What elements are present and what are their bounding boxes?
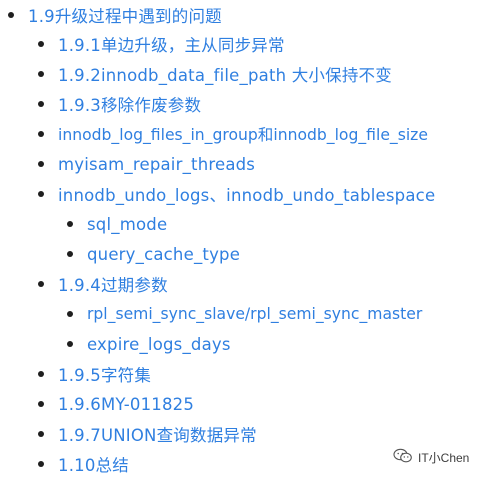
bullet: [67, 311, 73, 317]
bullet: [38, 371, 44, 377]
toc-link[interactable]: 1.9升级过程中遇到的问题: [28, 7, 222, 26]
bullet: [38, 281, 44, 287]
watermark-text: IT小Chen: [418, 451, 470, 465]
toc-item[interactable]: 1.10总结: [38, 449, 129, 479]
toc-item[interactable]: innodb_log_files_in_group和innodb_log_fil…: [38, 119, 428, 149]
bullet: [38, 101, 44, 107]
toc-link[interactable]: sql_mode: [87, 214, 168, 234]
bullet: [38, 191, 44, 197]
toc-item[interactable]: 1.9.2innodb_data_file_path 大小保持不变: [38, 59, 392, 89]
bullet: [38, 71, 44, 77]
toc-item[interactable]: 1.9.1单边升级，主从同步异常: [38, 29, 285, 59]
bullet: [67, 341, 73, 347]
toc-item[interactable]: myisam_repair_threads: [38, 149, 255, 179]
toc-link[interactable]: rpl_semi_sync_slave/rpl_semi_sync_master: [87, 305, 423, 323]
toc-link[interactable]: 1.9.1单边升级，主从同步异常: [58, 36, 285, 55]
toc-item[interactable]: innodb_undo_logs、innodb_undo_tablespace: [38, 179, 435, 209]
toc-item[interactable]: 1.9.5字符集: [38, 359, 151, 389]
toc-item[interactable]: 1.9升级过程中遇到的问题: [8, 0, 222, 30]
watermark: IT小Chen: [393, 448, 469, 467]
toc-link[interactable]: 1.9.2innodb_data_file_path 大小保持不变: [58, 66, 392, 85]
toc-link[interactable]: query_cache_type: [87, 244, 241, 264]
toc-link[interactable]: 1.9.4过期参数: [58, 276, 168, 295]
bullet: [38, 41, 44, 47]
bullet: [67, 221, 73, 227]
toc-link[interactable]: 1.9.7UNION查询数据异常: [58, 426, 257, 445]
toc-item[interactable]: 1.9.3移除作废参数: [38, 89, 201, 119]
bullet: [38, 431, 44, 437]
toc-link[interactable]: innodb_undo_logs、innodb_undo_tablespace: [58, 186, 436, 205]
bullet: [8, 12, 14, 18]
toc-item[interactable]: expire_logs_days: [67, 329, 231, 359]
toc-item[interactable]: 1.9.4过期参数: [38, 269, 168, 299]
wechat-icon: [393, 448, 413, 467]
bullet: [38, 131, 44, 137]
toc-link[interactable]: 1.9.5字符集: [58, 366, 152, 385]
toc-item[interactable]: rpl_semi_sync_slave/rpl_semi_sync_master: [67, 299, 422, 329]
bullet: [38, 161, 44, 167]
bullet: [38, 461, 44, 467]
toc-link[interactable]: 1.10总结: [58, 456, 129, 475]
toc-item[interactable]: query_cache_type: [67, 239, 240, 269]
toc-link[interactable]: myisam_repair_threads: [58, 154, 256, 174]
toc-link[interactable]: expire_logs_days: [87, 334, 231, 354]
bullet: [67, 251, 73, 257]
toc-link[interactable]: 1.9.6MY-011825: [58, 394, 195, 414]
toc-link[interactable]: 1.9.3移除作废参数: [58, 96, 202, 115]
toc-link[interactable]: innodb_log_files_in_group和innodb_log_fil…: [58, 126, 428, 144]
bullet: [38, 401, 44, 407]
toc-item[interactable]: 1.9.6MY-011825: [38, 389, 194, 419]
toc-item[interactable]: 1.9.7UNION查询数据异常: [38, 419, 257, 449]
toc-item[interactable]: sql_mode: [67, 209, 167, 239]
